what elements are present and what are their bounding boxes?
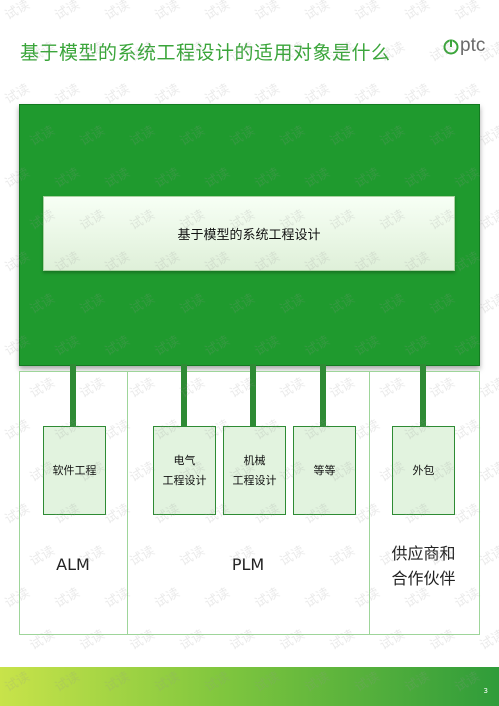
watermark-text: 试读 [3,0,33,23]
panel-label: PLM [231,555,265,574]
watermark-text: 试读 [478,207,499,233]
ptc-logo: ptc [441,34,491,60]
box-outsourcing: 外包 [392,426,455,515]
connector-line [70,364,76,426]
watermark-text: 试读 [478,459,499,485]
watermark-text: 试读 [153,0,183,23]
watermark-text: 试读 [478,375,499,401]
watermark-text: 试读 [53,0,83,23]
panel-label-alm: ALM [19,552,127,577]
connector-line [320,364,326,426]
panel-label: 合作伙伴 [391,569,456,588]
box-label: 外包 [412,463,435,477]
watermark-text: 试读 [103,0,133,23]
mbse-label: 基于模型的系统工程设计 [177,228,321,243]
box-label: 电气 [173,453,196,467]
connector-line [250,364,256,426]
panel-label-plm: PLM [127,552,369,577]
box-electrical-engineering: 电气 工程设计 [153,426,216,515]
panel-label-suppliers: 供应商和 合作伙伴 [369,541,478,591]
watermark-text: 试读 [253,0,283,23]
box-label: 机械 [243,453,266,467]
ptc-logo-icon [443,39,459,55]
footer-band: 3 [0,667,499,706]
watermark-text: 试读 [303,0,333,23]
panel-label: ALM [56,555,90,574]
connector-line [181,364,187,426]
box-software-engineering: 软件工程 [43,426,106,515]
logo-text: ptc [460,35,486,56]
watermark-text: 试读 [478,543,499,569]
page-title: 基于模型的系统工程设计的适用对象是什么 [20,42,391,64]
watermark-text: 试读 [478,627,499,653]
panel-label: 供应商和 [391,544,456,563]
watermark-text: 试读 [353,0,383,23]
watermark-text: 试读 [478,291,499,317]
box-label: 工程设计 [162,473,207,487]
watermark-text: 试读 [203,0,233,23]
box-label: 工程设计 [232,473,277,487]
page-number: 3 [483,687,488,695]
watermark-text: 试读 [403,0,433,23]
box-label: 软件工程 [52,463,97,477]
box-etc: 等等 [293,426,356,515]
box-mechanical-engineering: 机械 工程设计 [223,426,286,515]
watermark-text: 试读 [478,123,499,149]
mbse-label-bar: 基于模型的系统工程设计 [43,196,455,271]
box-label: 等等 [313,463,336,477]
connector-line [420,364,426,426]
watermark-text: 试读 [453,0,483,23]
